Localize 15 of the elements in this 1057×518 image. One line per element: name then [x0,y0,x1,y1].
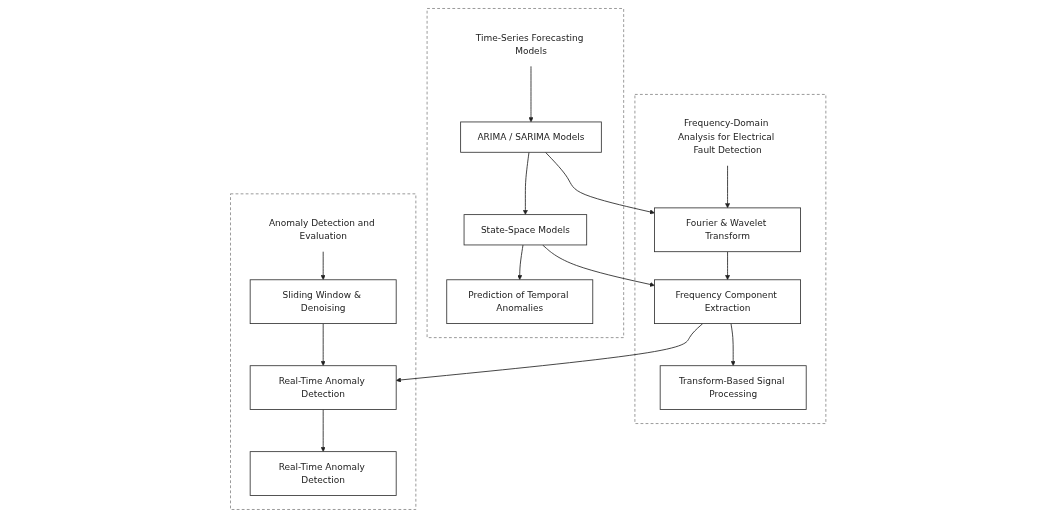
node-box: Transform-Based Signal Processing [660,365,807,410]
node-box: Prediction of Temporal Anomalies [446,279,594,324]
cluster [230,193,417,510]
node-box: Fourier & Wavelet Transform [654,207,802,253]
node-box: Frequency Component Extraction [654,279,802,324]
node-text: Frequency-Domain Analysis for Electrical Fault Detection [678,118,775,156]
cluster [634,94,827,424]
node-box: Real-Time Anomaly Detection [250,365,397,410]
node-box: State-Space Models [463,214,588,246]
node-box: ARIMA / SARIMA Models [460,121,603,153]
node-box: Real-Time Anomaly Detection [250,451,397,496]
node-box: Sliding Window & Denoising [250,279,397,324]
node-text: Anomaly Detection and Evaluation [269,217,375,242]
node-text: Time-Series Forecasting Models [476,32,584,57]
cluster [426,8,625,339]
